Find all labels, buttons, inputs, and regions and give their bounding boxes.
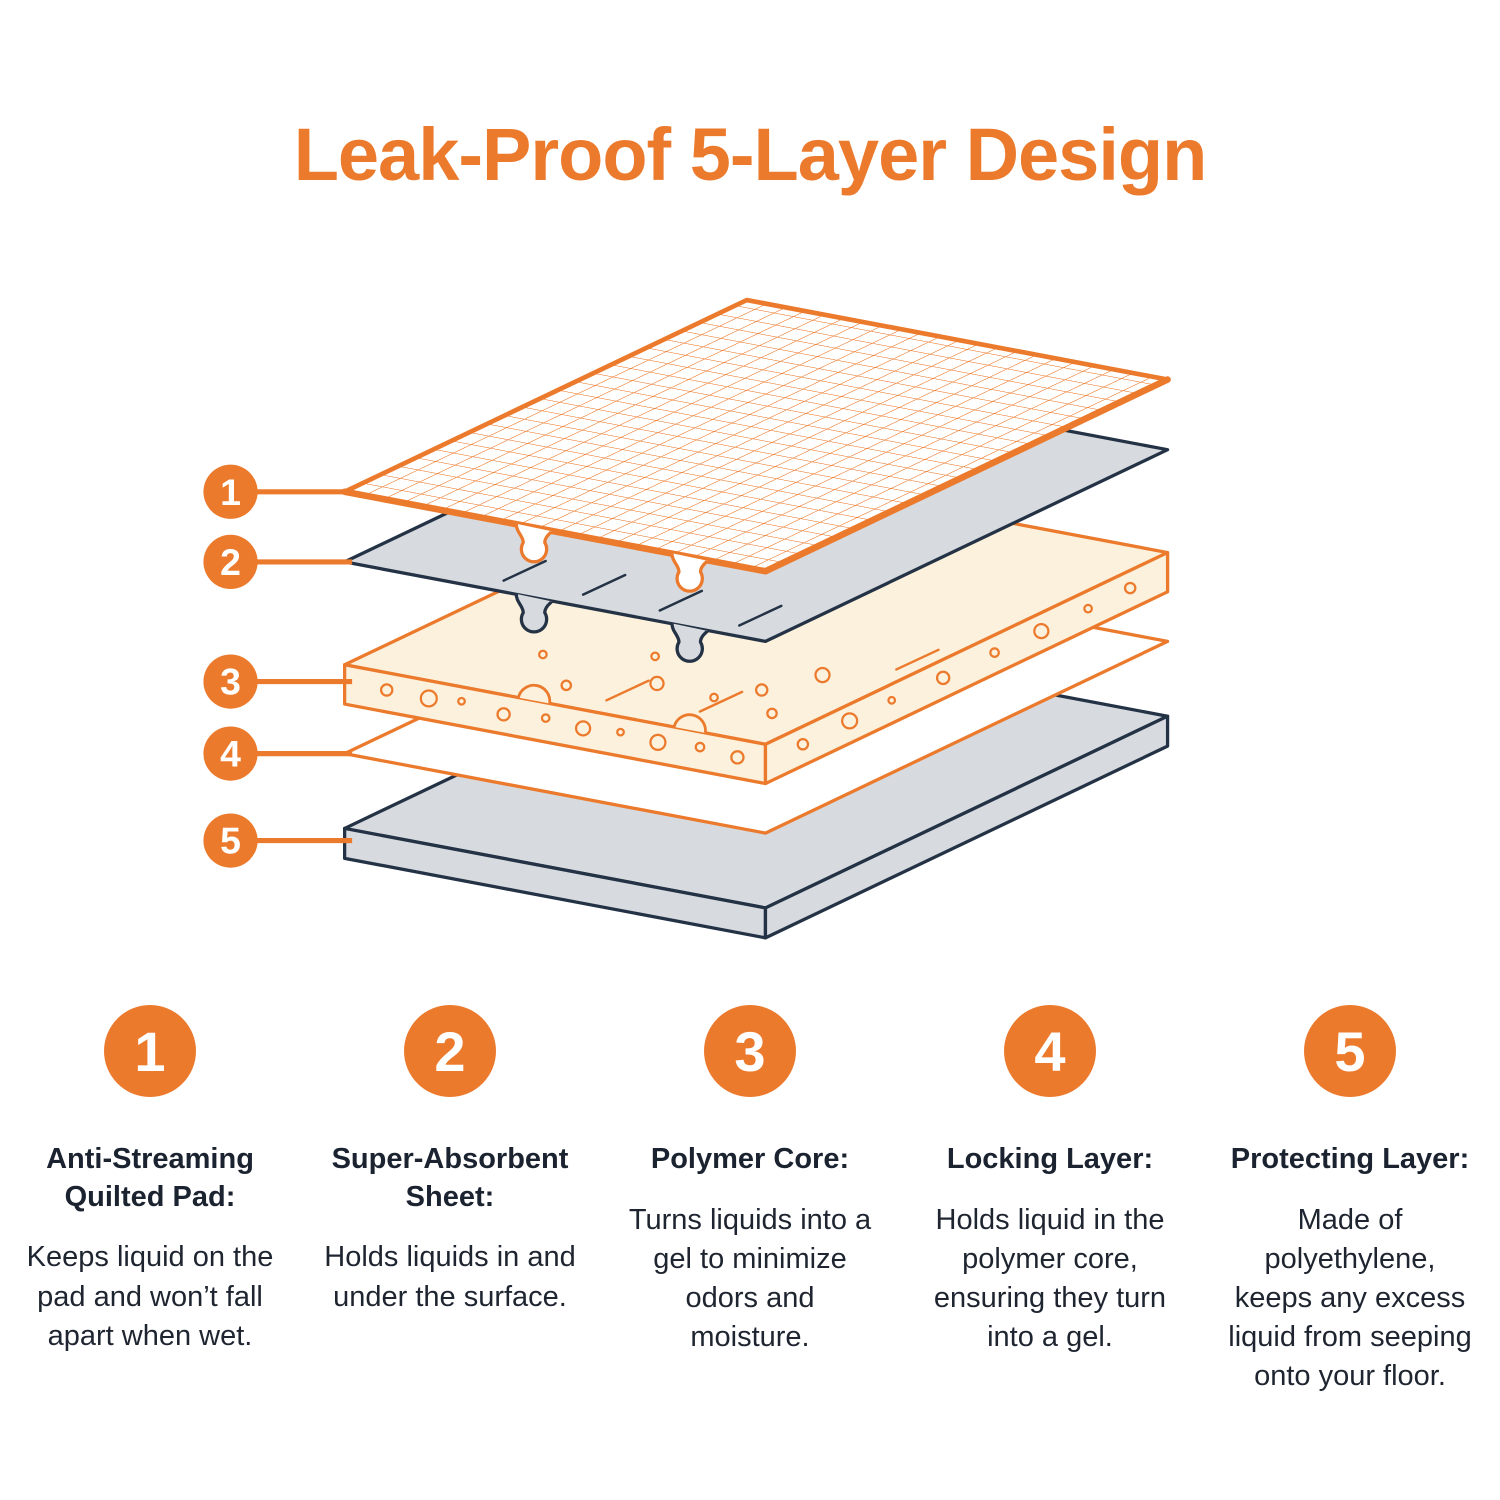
step-3-badge: 3 bbox=[704, 1005, 796, 1097]
legend-item-3: 3 Polymer Core: Turns liquids into a gel… bbox=[600, 1005, 900, 1357]
step-3-description: Turns liquids into a gel to minimize odo… bbox=[628, 1203, 872, 1354]
layer-1-graphic bbox=[341, 297, 1171, 593]
step-1-number: 1 bbox=[134, 1019, 166, 1083]
step-2-number: 2 bbox=[434, 1019, 466, 1083]
absorbent-funnels bbox=[514, 593, 710, 663]
legend-item-1: 1 Anti-Streaming Quilted Pad: Keeps liqu… bbox=[0, 1005, 300, 1356]
legend: 1 Anti-Streaming Quilted Pad: Keeps liqu… bbox=[0, 1005, 1500, 1396]
callout-5-number: 5 bbox=[220, 820, 241, 862]
page-title: Leak-Proof 5-Layer Design bbox=[293, 113, 1208, 196]
step-1-badge: 1 bbox=[104, 1005, 196, 1097]
step-1-heading: Anti-Streaming Quilted Pad: bbox=[46, 1143, 254, 1213]
callout-4: 4 bbox=[203, 726, 353, 781]
step-4-description: Holds liquid in the polymer core, ensuri… bbox=[933, 1203, 1167, 1354]
step-3-number: 3 bbox=[734, 1019, 766, 1083]
step-4-badge: 4 bbox=[1004, 1005, 1096, 1097]
step-5-description: Made of polyethylene, keeps any excess l… bbox=[1228, 1203, 1472, 1393]
legend-item-5: 5 Protecting Layer: Made of polyethylene… bbox=[1200, 1005, 1500, 1396]
step-1-description: Keeps liquid on the pad and won’t fall a… bbox=[26, 1241, 274, 1352]
step-3-heading: Polymer Core: bbox=[650, 1143, 850, 1175]
exploded-layers-svg: 1 2 3 4 5 bbox=[203, 297, 1171, 940]
step-5-heading: Protecting Layer: bbox=[1230, 1143, 1470, 1175]
polymer-ticks bbox=[605, 648, 940, 713]
callout-3: 3 bbox=[203, 654, 353, 709]
absorbent-ticks bbox=[502, 559, 783, 627]
callout-1: 1 bbox=[203, 464, 353, 519]
step-2-heading: Super-Absorbent Sheet: bbox=[331, 1143, 569, 1213]
step-4-number: 4 bbox=[1034, 1019, 1066, 1083]
polymer-notches bbox=[517, 683, 707, 734]
callout-3-number: 3 bbox=[220, 661, 241, 703]
legend-item-4: 4 Locking Layer: Holds liquid in the pol… bbox=[900, 1005, 1200, 1357]
mesh-funnels bbox=[514, 523, 710, 593]
step-2-badge: 2 bbox=[404, 1005, 496, 1097]
step-5-number: 5 bbox=[1334, 1019, 1366, 1083]
callout-1-number: 1 bbox=[220, 471, 241, 513]
exploded-layer-diagram: 1 2 3 4 5 bbox=[195, 272, 1205, 964]
callout-2: 2 bbox=[203, 534, 353, 590]
callout-5: 5 bbox=[203, 813, 353, 868]
legend-item-2: 2 Super-Absorbent Sheet: Holds liquids i… bbox=[300, 1005, 600, 1317]
step-2-description: Holds liquids in and under the surface. bbox=[324, 1241, 576, 1313]
callout-2-number: 2 bbox=[220, 541, 241, 583]
bubbles bbox=[379, 581, 1137, 765]
callout-4-number: 4 bbox=[220, 733, 241, 775]
step-5-badge: 5 bbox=[1304, 1005, 1396, 1097]
step-4-heading: Locking Layer: bbox=[946, 1143, 1154, 1175]
